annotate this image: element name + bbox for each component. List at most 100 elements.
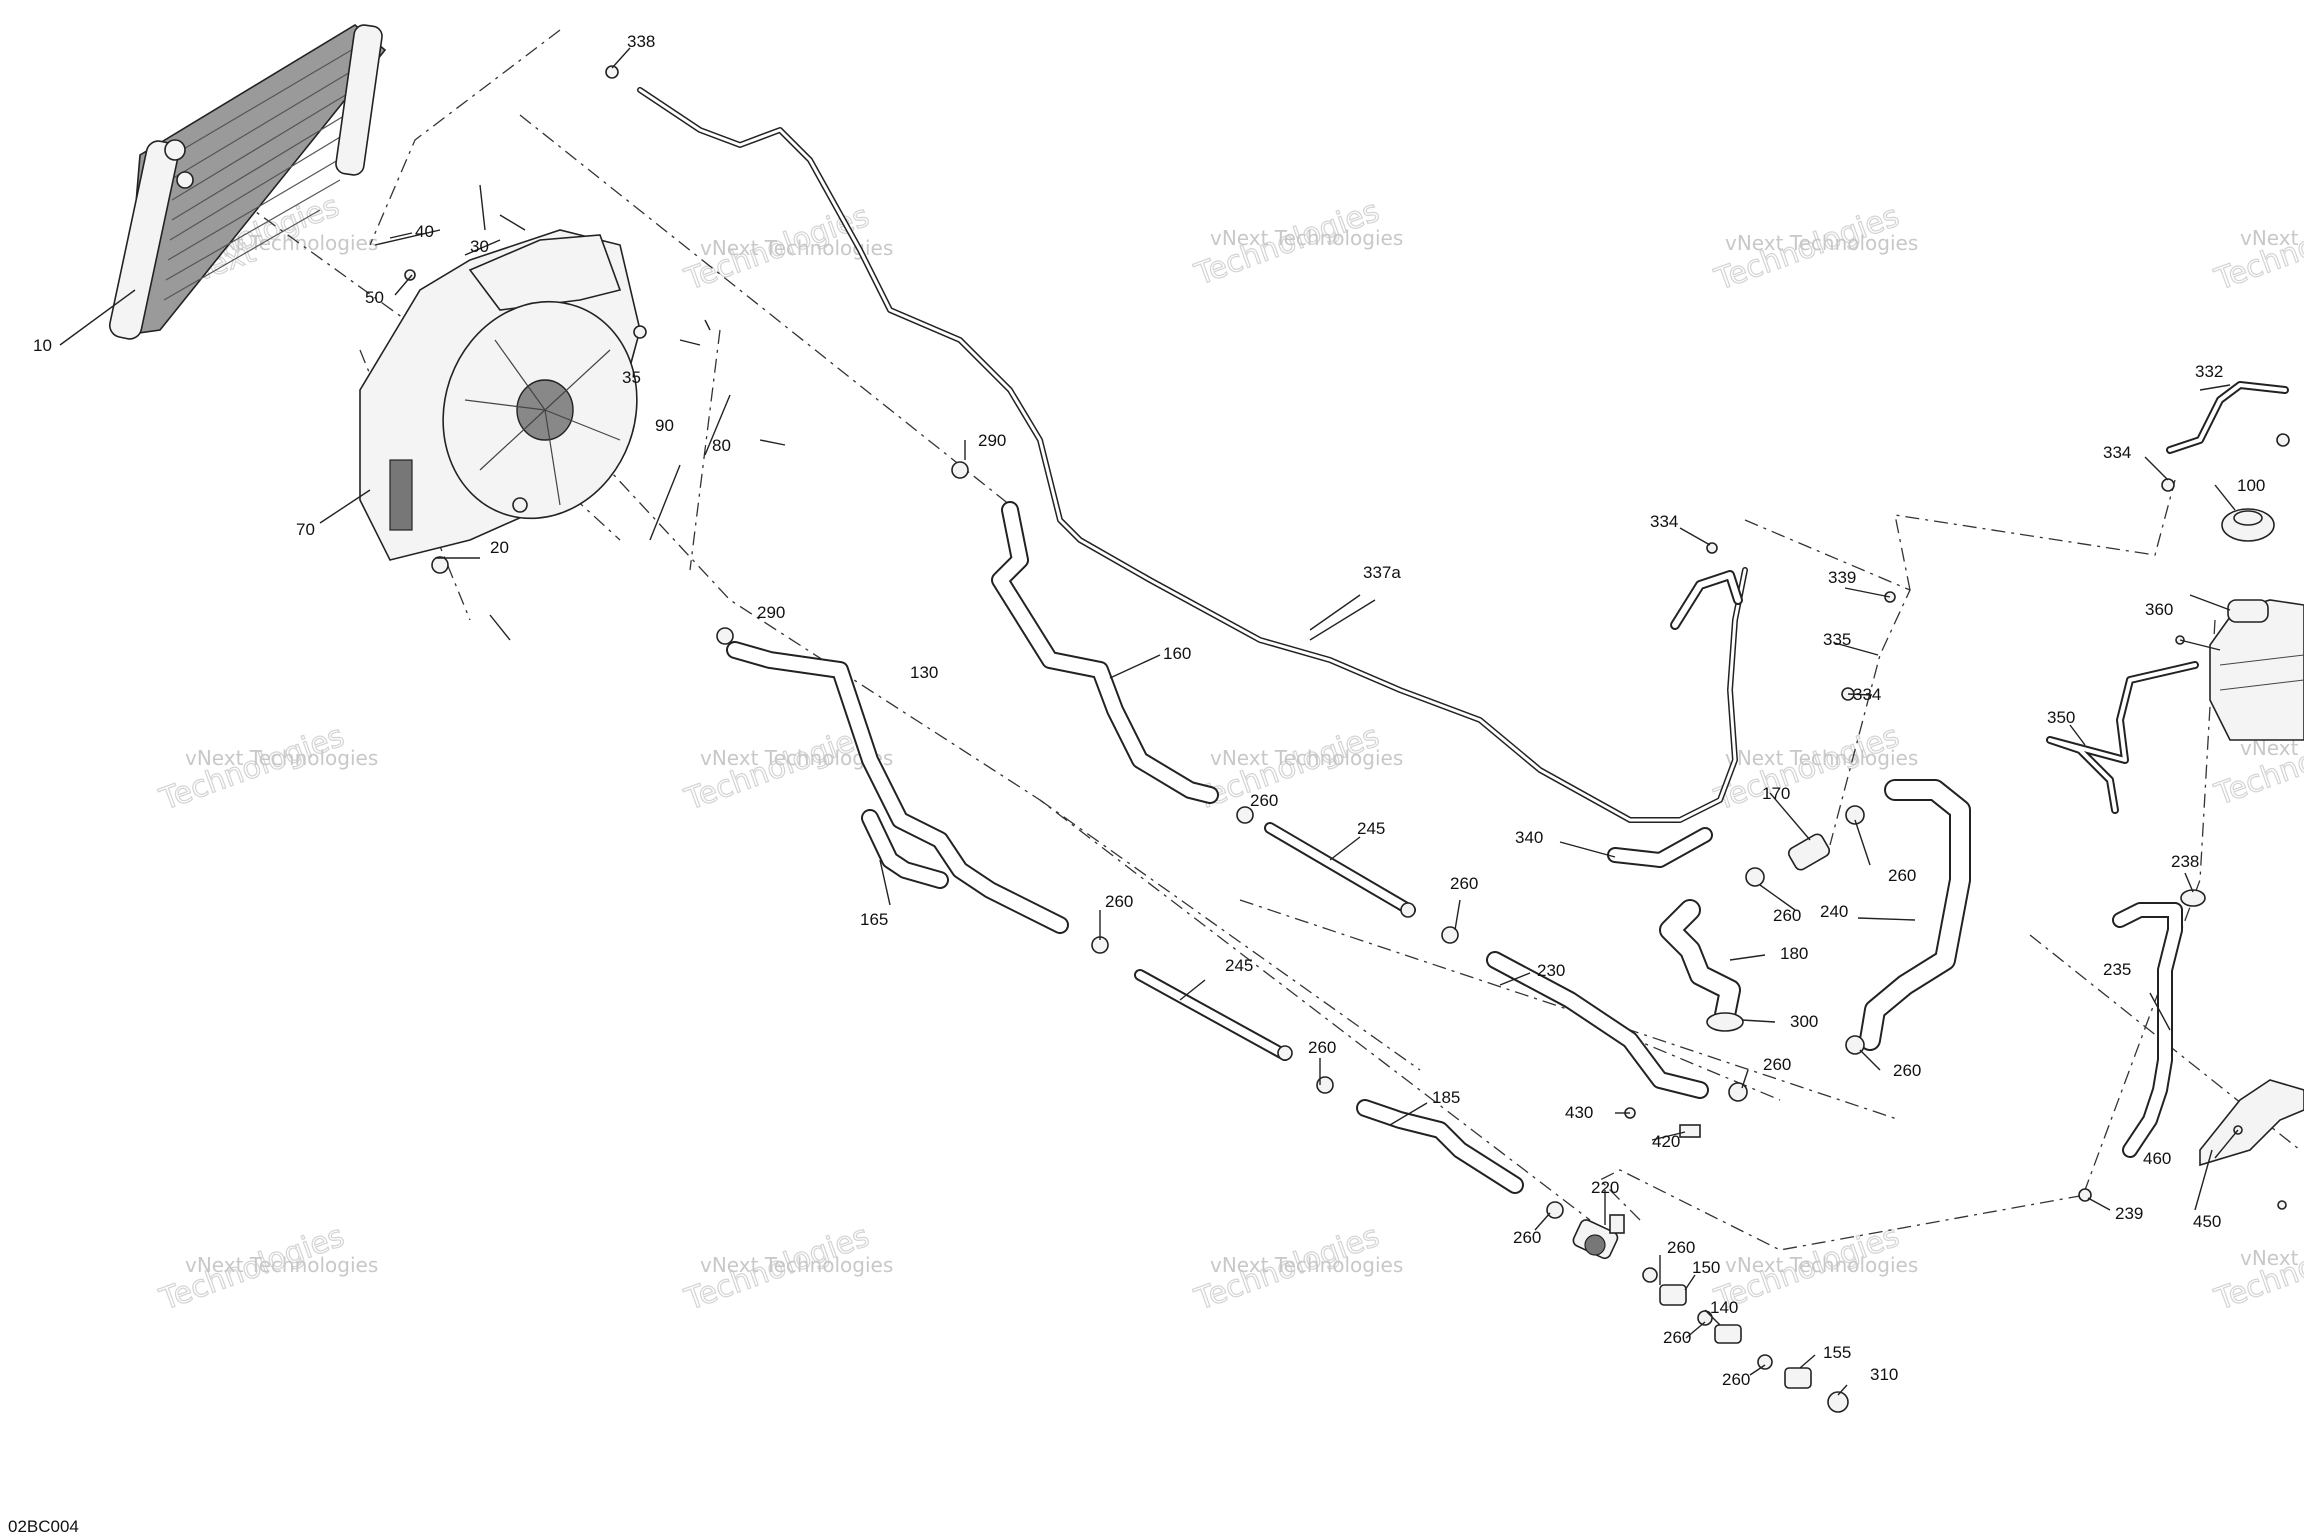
nut-icon [605, 65, 619, 79]
callout-30: 30 [470, 237, 489, 256]
tube-332[interactable] [2166, 381, 2289, 454]
reservoir-cap[interactable] [2221, 508, 2275, 542]
hose-185[interactable] [1356, 1099, 1524, 1194]
callout-220: 220 [1591, 1178, 1619, 1197]
assembly-center-lines [169, 29, 2301, 1251]
callout-185: 185 [1432, 1088, 1460, 1107]
water-pump[interactable] [1571, 1214, 1625, 1260]
clamp-icon [1697, 1310, 1713, 1326]
callout-238: 238 [2171, 852, 2199, 871]
callout-340: 340 [1515, 828, 1543, 847]
svg-text:vNext Technologies: vNext Technologies [1725, 1253, 1918, 1277]
callout-80: 80 [712, 436, 731, 455]
fan-bracket [389, 459, 413, 531]
clamp-icon [1757, 1354, 1773, 1370]
callout-239: 239 [2115, 1204, 2143, 1223]
hose-130[interactable] [726, 641, 1069, 934]
pipe-337a[interactable] [637, 87, 1748, 823]
pump-connector [1609, 1214, 1625, 1234]
callout-260-c: 260 [1105, 892, 1133, 911]
nut-icon [2161, 478, 2175, 492]
fitting-238[interactable] [2180, 889, 2206, 907]
callout-235: 235 [2103, 960, 2131, 979]
callout-130: 130 [910, 663, 938, 682]
callout-334-b: 334 [1650, 512, 1678, 531]
radiator-outlet-icon [176, 171, 194, 189]
coupler-150[interactable] [1659, 1284, 1687, 1306]
callout-40: 40 [415, 222, 434, 241]
callout-332: 332 [2195, 362, 2223, 381]
nut-35-icon [633, 325, 647, 339]
hose-350[interactable] [2046, 661, 2199, 814]
leader-lines [59, 47, 2239, 1396]
callout-430: 430 [1565, 1103, 1593, 1122]
callout-245-lower: 245 [1225, 956, 1253, 975]
tube-334[interactable] [1670, 570, 1743, 630]
fitting-140[interactable] [1714, 1324, 1742, 1344]
drawing-code: 02BC004 [8, 1517, 79, 1536]
grommet-20b-icon [512, 497, 528, 513]
hose-180[interactable] [1659, 899, 1741, 1026]
callout-240: 240 [1820, 902, 1848, 921]
coupler-155[interactable] [1784, 1367, 1812, 1389]
bracket-450[interactable] [2199, 1079, 2304, 1167]
tube-245-lower[interactable] [1134, 969, 1291, 1061]
cap-310[interactable] [1827, 1391, 1849, 1413]
fan-shroud-top [468, 234, 622, 311]
svg-text:vNext Technologies: vNext Technologies [2240, 226, 2304, 250]
callout-140: 140 [1710, 1298, 1738, 1317]
svg-text:vNext Technologies: vNext Technologies [1210, 226, 1403, 250]
screw-icon [2277, 1200, 2287, 1210]
pump-impeller-icon [1584, 1234, 1606, 1256]
bolt-30-icon [479, 184, 486, 231]
thermostat-housing[interactable] [1787, 832, 1832, 872]
reservoir-neck [2227, 599, 2269, 623]
callout-260-d: 260 [1308, 1038, 1336, 1057]
callout-165: 165 [860, 910, 888, 929]
callout-170: 170 [1762, 784, 1790, 803]
part-callouts: 10 20 30 35 40 50 70 80 90 100 130 140 1… [33, 32, 2265, 1389]
radiator[interactable] [108, 24, 387, 341]
hose-340[interactable] [1607, 827, 1713, 868]
callout-450: 450 [2193, 1212, 2221, 1231]
callout-150: 150 [1692, 1258, 1720, 1277]
tube-245-upper[interactable] [1264, 822, 1416, 916]
coolant-reservoir[interactable] [2209, 599, 2304, 741]
fan-assembly[interactable] [359, 229, 667, 561]
radiator-right-tank [335, 24, 383, 176]
bolt-30b-icon [499, 214, 526, 231]
hose-165[interactable] [861, 809, 949, 889]
callout-70: 70 [296, 520, 315, 539]
callout-290-b: 290 [757, 603, 785, 622]
clamp-300[interactable] [1706, 1012, 1744, 1032]
hoses[interactable] [637, 87, 2289, 1194]
bracket-40-icon [374, 229, 441, 246]
clamp-icon [1845, 805, 1865, 825]
hose-230[interactable] [1486, 951, 1709, 1099]
radiator-inlet-icon [164, 139, 186, 161]
clamp-icon [1316, 1076, 1334, 1094]
svg-text:vNext Technologies: vNext Technologies [185, 746, 378, 770]
grommet-icon [951, 461, 969, 479]
washer-50-icon [404, 269, 416, 281]
callout-160: 160 [1163, 644, 1191, 663]
callout-350: 350 [2047, 708, 2075, 727]
callout-35: 35 [622, 368, 641, 387]
callout-460: 460 [2143, 1149, 2171, 1168]
hose-235[interactable] [2112, 902, 2183, 1158]
callout-260-f: 260 [1773, 906, 1801, 925]
callout-260-a: 260 [1250, 791, 1278, 810]
hose-160[interactable] [991, 501, 1219, 804]
clamp-icon [1400, 902, 1416, 918]
clamp-icon [1236, 806, 1254, 824]
svg-text:vNext Technologies: vNext Technologies [1210, 746, 1403, 770]
callout-10: 10 [33, 336, 52, 355]
hose-240[interactable] [1859, 779, 1971, 1051]
callout-260-j: 260 [1667, 1238, 1695, 1257]
